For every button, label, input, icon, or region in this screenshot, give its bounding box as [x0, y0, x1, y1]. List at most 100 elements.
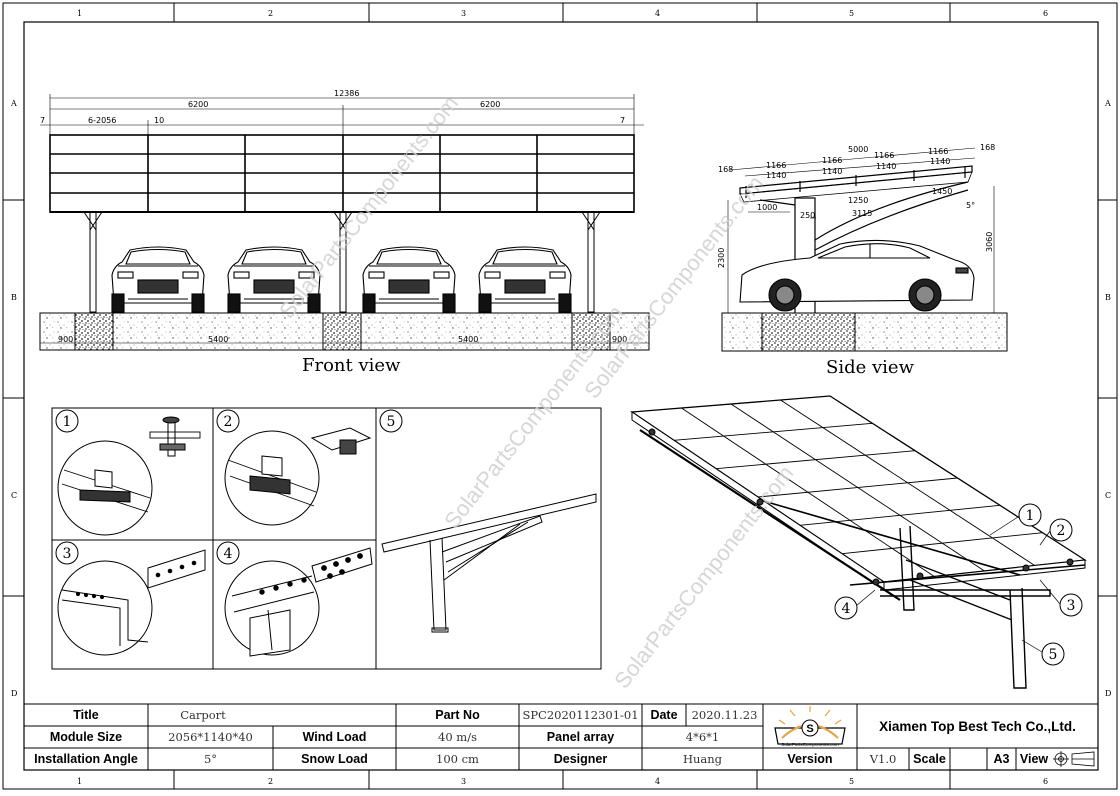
projection-symbol-icon — [1053, 751, 1095, 767]
dim-edge-right: 7 — [620, 116, 625, 125]
dim-post-w: 250 — [800, 211, 815, 220]
grid-row-label: C — [1105, 491, 1111, 500]
logo-letter: S — [806, 723, 813, 735]
side-dimensions — [727, 147, 995, 313]
dim-span3: 1166 — [874, 151, 894, 160]
iso-callout-5: 5 — [1049, 647, 1058, 663]
dim-total: 12386 — [334, 89, 359, 98]
front-view-title: Front view — [302, 355, 401, 376]
grid-col-label: 6 — [1043, 777, 1048, 786]
grid-col-label: 3 — [461, 9, 466, 18]
dim-gap: 10 — [154, 116, 164, 125]
dim-span4: 1166 — [928, 147, 948, 156]
scale-value — [950, 748, 987, 770]
dim-brace2: 1450 — [932, 187, 952, 196]
dim-brace3: 3115 — [852, 209, 872, 218]
wind-load-value: 40 m/s — [438, 730, 477, 744]
dim-half-left: 6200 — [188, 100, 208, 109]
dim-rail4: 1140 — [930, 157, 950, 166]
front-car — [362, 246, 456, 313]
wind-load-label: Wind Load — [302, 730, 367, 744]
company-name: Xiamen Top Best Tech Co.,Ltd. — [879, 718, 1076, 734]
dim-span1: 1166 — [766, 161, 786, 170]
grid-row-label: D — [11, 689, 17, 698]
iso-panel-line — [841, 532, 1043, 555]
company-logo: S SolarPartsComponents.com — [774, 706, 846, 747]
scale-label: Scale — [913, 752, 946, 766]
version-value: V1.0 — [869, 752, 897, 766]
dim-brace1: 1250 — [848, 196, 868, 205]
designer-label: Designer — [553, 752, 608, 766]
designer-value: Huang — [682, 752, 723, 766]
iso-panel-line — [673, 422, 873, 441]
sheet-size-value: A3 — [993, 752, 1010, 766]
front-view: 12386 6200 6200 7 7 6-2056 10 — [39, 89, 650, 351]
snow-load-value: 100 cm — [436, 752, 479, 766]
dim-half-right: 6200 — [480, 100, 500, 109]
dim-height-left: 2300 — [717, 248, 726, 268]
grid-col-label: 1 — [77, 777, 82, 786]
title-value: Carport — [180, 708, 226, 722]
module-size-value: 2056*1140*40 — [168, 730, 253, 744]
dim-span2: 1166 — [822, 156, 842, 165]
grid-row-label: C — [11, 491, 17, 500]
title-block-lines — [23, 703, 1099, 771]
side-view: 5000 168 168 1166 1166 1166 1166 1140 11… — [717, 143, 1008, 352]
detail-1-rail-clamp — [57, 416, 201, 536]
panel-array-label: Panel array — [546, 730, 615, 744]
detail-panels: 1 2 5 3 4 — [51, 407, 602, 670]
callout-1: 1 — [63, 414, 72, 430]
dim-edge-left: 7 — [40, 116, 45, 125]
watermark-text: SolarPartsComponents.com — [579, 171, 768, 403]
grid-col-label: 3 — [461, 777, 466, 786]
isometric-view: 1 2 3 4 5 — [630, 395, 1087, 689]
grid-col-label: 1 — [77, 9, 82, 18]
version-label: Version — [787, 752, 833, 766]
iso-callout-4: 4 — [842, 601, 851, 617]
part-no-label: Part No — [435, 708, 480, 722]
dim-front-arm: 1000 — [757, 203, 777, 212]
dim-overhang-right: 168 — [980, 143, 995, 152]
dim-rail3: 1140 — [876, 162, 896, 171]
front-car — [111, 246, 205, 313]
grid-col-label: 2 — [268, 9, 273, 18]
dim-height-right: 3060 — [985, 232, 994, 252]
grid-row-label: A — [10, 99, 17, 108]
iso-posts — [880, 525, 1051, 689]
grid-row-label: D — [1105, 689, 1111, 698]
iso-bolts — [648, 428, 1074, 586]
installation-angle-label: Installation Angle — [34, 752, 138, 766]
module-size-label: Module Size — [49, 730, 123, 744]
iso-panel-line — [715, 450, 916, 470]
dim-rail1: 1140 — [766, 171, 786, 180]
dim-angle: 5° — [966, 201, 975, 210]
iso-leaders — [855, 516, 1061, 653]
grid-col-label: 5 — [849, 777, 854, 786]
callout-4: 4 — [224, 546, 233, 562]
dim-overhang-left: 168 — [718, 165, 733, 174]
front-car — [227, 246, 321, 313]
grid-col-label: 5 — [849, 9, 854, 18]
installation-angle-value: 5° — [203, 752, 218, 766]
detail-4-connector — [224, 547, 373, 657]
grid-row-label: A — [1104, 99, 1111, 108]
dim-base-mid-left: 5400 — [208, 335, 228, 344]
date-label: Date — [650, 708, 678, 722]
iso-panel-line — [757, 477, 958, 498]
detail-3-purlin — [57, 549, 206, 656]
grid-col-label: 2 — [268, 777, 273, 786]
grid-labels: 1 2 3 4 5 6 1 2 3 4 5 6 A B C D A B C D — [10, 9, 1111, 786]
date-value: 2020.11.23 — [691, 708, 758, 722]
iso-panel-line — [799, 504, 1001, 526]
dim-base-right: 900 — [612, 335, 627, 344]
grid-col-label: 4 — [655, 777, 660, 786]
watermark-text: SolarPartsComponents.com — [609, 461, 798, 693]
iso-callout-1: 1 — [1026, 508, 1035, 524]
iso-callouts — [834, 503, 1083, 666]
dim-base-mid-right: 5400 — [458, 335, 478, 344]
side-view-title: Side view — [826, 357, 914, 378]
detail-callouts — [55, 409, 403, 565]
grid-col-label: 6 — [1043, 9, 1048, 18]
front-dimensions — [40, 94, 644, 135]
callout-5: 5 — [387, 414, 396, 430]
